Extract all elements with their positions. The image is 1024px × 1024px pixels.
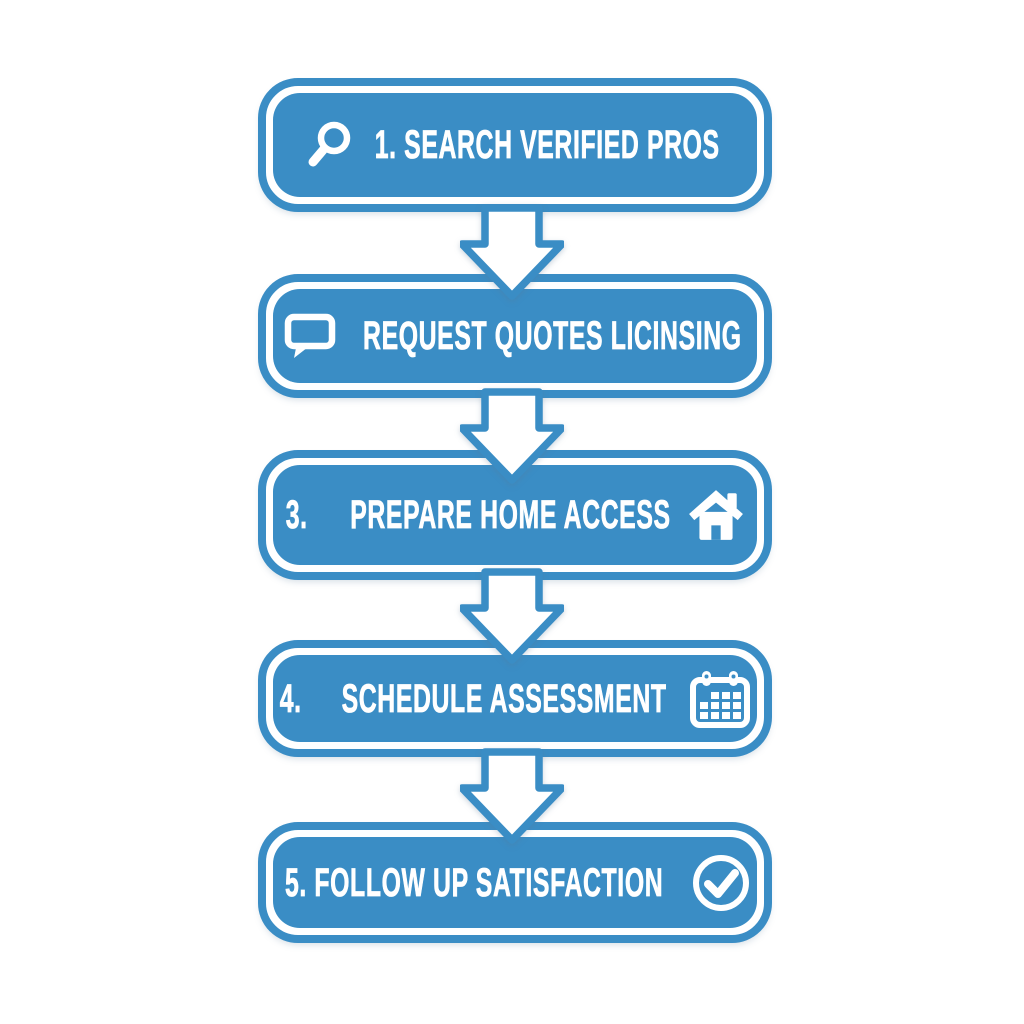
- down-arrow-2: [460, 388, 564, 484]
- down-arrow-1: [460, 204, 564, 300]
- step-4-number: 4.: [279, 676, 302, 721]
- step-1-content: 1. SEARCH VERIFIED PROS: [273, 93, 757, 197]
- down-arrow-3: [460, 568, 564, 664]
- step-1-label: 1. SEARCH VERIFIED PROS: [374, 123, 720, 167]
- check-circle-icon: [693, 854, 750, 911]
- step-5-label: 5. FOLLOW UP SATISFACTION: [284, 860, 664, 905]
- step-4-box: 4. SCHEDULE ASSESSMENT: [258, 640, 772, 757]
- down-arrow-4: [460, 748, 564, 844]
- step-5-content: 5. FOLLOW UP SATISFACTION: [273, 837, 757, 928]
- step-3-label: PREPARE HOME ACCESS: [350, 493, 671, 537]
- speech-bubble-icon: [284, 313, 335, 358]
- house-icon: [689, 490, 744, 540]
- step-4-content: 4. SCHEDULE ASSESSMENT: [273, 655, 757, 742]
- step-4-label: SCHEDULE ASSESSMENT: [341, 676, 667, 721]
- step-1-box: 1. SEARCH VERIFIED PROS: [258, 78, 772, 212]
- step-3-number: 3.: [285, 493, 308, 537]
- step-2-content: REQUEST QUOTES LICINSING: [273, 289, 757, 383]
- step-3-content: 3. PREPARE HOME ACCESS: [273, 465, 757, 565]
- calendar-icon: [689, 670, 750, 728]
- search-icon: [308, 121, 351, 167]
- step-2-label: REQUEST QUOTES LICINSING: [362, 314, 742, 358]
